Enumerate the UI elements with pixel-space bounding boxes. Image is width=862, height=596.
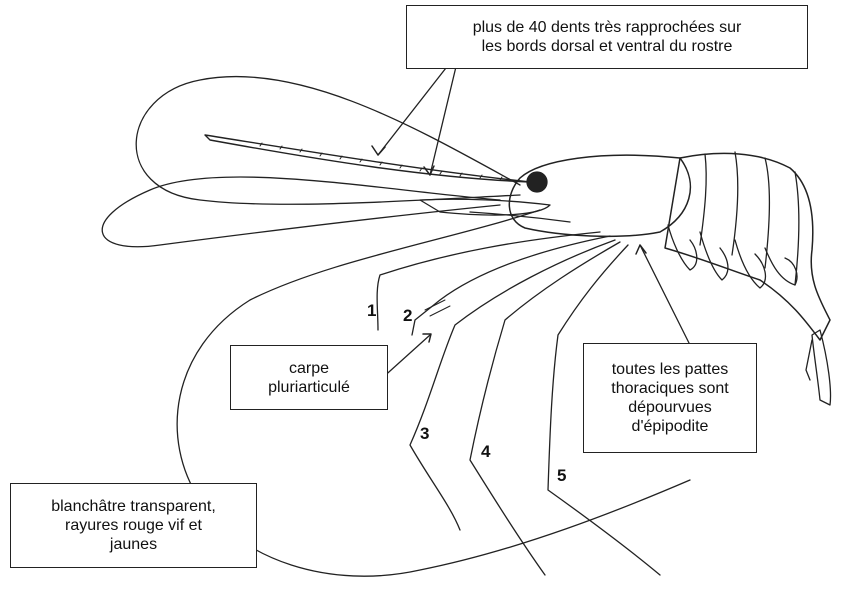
callout-thoracic-legs-line3: dépourvues xyxy=(584,398,756,417)
leg-number-1: 1 xyxy=(367,302,376,319)
leg-number-3: 3 xyxy=(420,425,429,442)
callout-rostrum-teeth-line2: les bords dorsal et ventral du rostre xyxy=(407,37,807,56)
callout-thoracic-legs-line2: thoraciques sont xyxy=(584,379,756,398)
callout-coloration-line2: rayures rouge vif et xyxy=(11,516,256,535)
leg-number-4: 4 xyxy=(481,443,490,460)
callout-coloration: blanchâtre transparent, rayures rouge vi… xyxy=(10,483,257,568)
callout-rostrum-teeth-line1: plus de 40 dents très rapprochées sur xyxy=(407,18,807,37)
callout-thoracic-legs-line4: d'épipodite xyxy=(584,417,756,436)
tail-fan xyxy=(812,330,831,405)
leg-number-2: 2 xyxy=(403,307,412,324)
callout-rostrum-teeth: plus de 40 dents très rapprochées sur le… xyxy=(406,5,808,69)
callout-carpus-line1: carpe xyxy=(231,359,387,378)
callout-carpus: carpe pluriarticulé xyxy=(230,345,388,410)
eye xyxy=(527,172,547,192)
antenna-upper-loop xyxy=(136,77,520,205)
pleopods xyxy=(668,225,797,288)
callout-thoracic-legs: toutes les pattes thoraciques sont dépou… xyxy=(583,343,757,453)
leg-2 xyxy=(412,236,610,335)
callout-coloration-line1: blanchâtre transparent, xyxy=(11,497,256,516)
callout-thoracic-legs-line1: toutes les pattes xyxy=(584,360,756,379)
callout-coloration-line3: jaunes xyxy=(11,535,256,554)
leg-number-5: 5 xyxy=(557,467,566,484)
rostrum xyxy=(205,135,530,182)
carapace xyxy=(509,155,690,236)
callout-carpus-line2: pluriarticulé xyxy=(231,378,387,397)
